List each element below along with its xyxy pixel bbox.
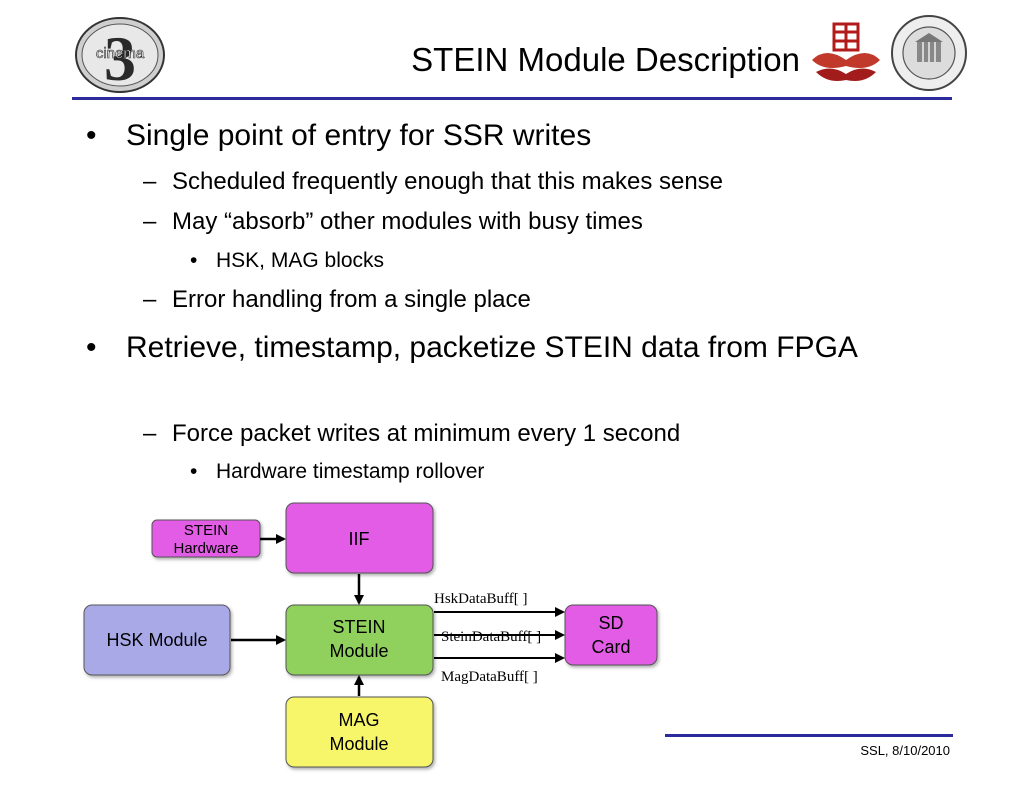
title-rule [72,97,952,100]
bullet-marker: – [143,286,157,313]
cinema-logo-text: cinema [96,45,145,62]
bullet-marker: • [86,119,97,152]
stein-hardware-label-line2: Hardware [173,540,238,557]
stein-module-box [285,604,434,676]
bullet-marker: – [143,208,157,235]
cinema-logo-icon: 3 cinema [75,17,165,94]
mag-module-node: MAG Module [285,696,434,768]
bullet-text: Force packet writes at minimum every 1 s… [172,420,681,447]
bullet-marker: – [143,420,157,447]
bullet-text: Hardware timestamp rollover [216,460,485,483]
hsk-module-label: HSK Module [106,630,207,650]
stein-module-label-line2: Module [329,641,388,661]
bullet-text: HSK, MAG blocks [216,249,385,272]
slide-title: STEIN Module Description [411,41,800,78]
iif-node: IIF [285,502,434,574]
footer-text: SSL, 8/10/2010 [860,743,950,758]
footer-rule [665,734,953,737]
hsk-module-node: HSK Module [83,604,231,676]
university-of-california-seal-icon [891,15,967,91]
bullet-marker: • [86,331,97,364]
iif-box [285,502,434,574]
mag-module-label-line1: MAG [338,710,379,730]
mag-module-label-line2: Module [329,734,388,754]
edge-label-stein-buffer: SteinDataBuff[ ] [441,629,541,645]
sd-card-box [564,604,658,666]
red-emblem-icon [812,22,880,81]
stein-module-label-line1: STEIN [332,617,385,637]
bullet-text: Retrieve, timestamp, packetize STEIN dat… [126,331,858,364]
sd-card-label-line2: Card [591,637,630,657]
sd-card-label-line1: SD [598,613,623,633]
bullet-text: Single point of entry for SSR writes [126,119,592,152]
bullet-text: Scheduled frequently enough that this ma… [172,168,724,195]
bullet-text: Error handling from a single place [172,286,531,313]
bullet-text: May “absorb” other modules with busy tim… [172,208,643,235]
bullet-marker: • [190,460,198,483]
iif-label: IIF [349,529,370,549]
sd-card-node: SD Card [564,604,658,666]
stein-hardware-label-line1: STEIN [184,522,228,539]
stein-hardware-node: STEIN Hardware [151,519,261,558]
mag-module-box [285,696,434,768]
hsk-module-box [83,604,231,676]
edge-label-hsk-buffer: HskDataBuff[ ] [434,591,527,607]
svg-text:3: 3 [104,23,136,94]
bullet-marker: – [143,168,157,195]
stein-module-node: STEIN Module [285,604,434,676]
edge-label-mag-buffer: MagDataBuff[ ] [441,669,538,685]
bullet-marker: • [190,249,198,272]
